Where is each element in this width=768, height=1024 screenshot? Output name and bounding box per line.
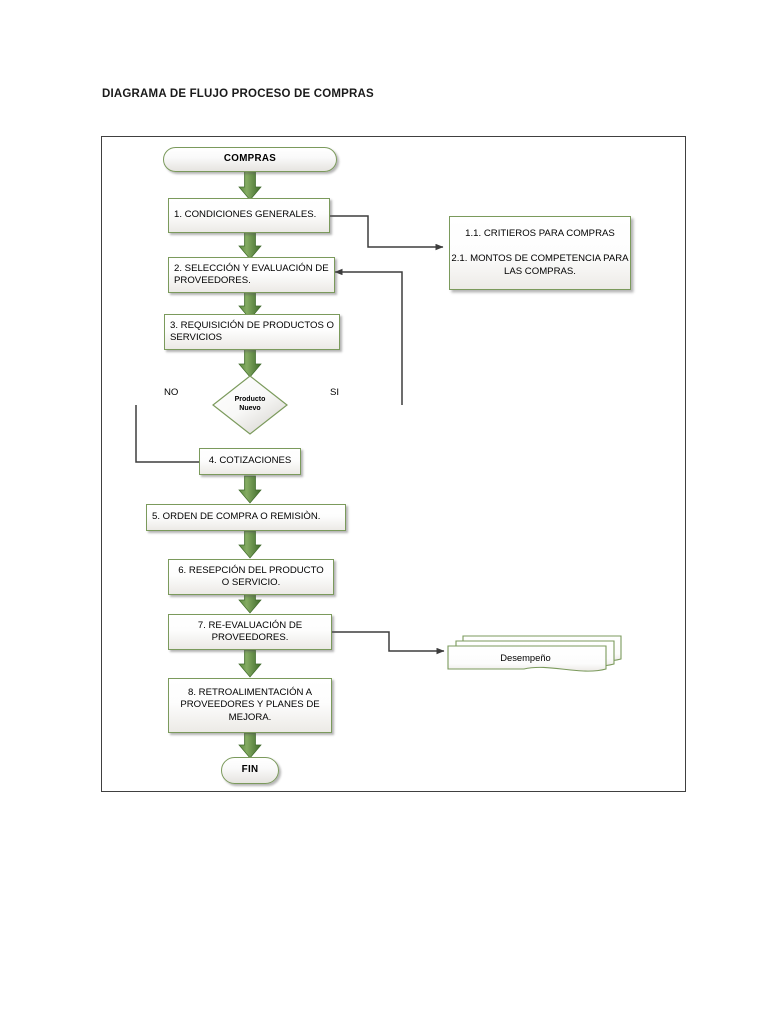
arrow-s5-to-s6 — [238, 530, 262, 559]
process-box-4[interactable]: 4. COTIZACIONES — [199, 448, 301, 475]
decision-producto-nuevo[interactable]: Producto Nuevo — [212, 375, 288, 435]
end-terminator-label: FIN — [241, 764, 259, 776]
reference-box-line1: 1.1. CRITIEROS PARA COMPRAS — [465, 228, 615, 240]
reference-box[interactable]: 1.1. CRITIEROS PARA COMPRAS 2.1. MONTOS … — [449, 216, 631, 290]
page-title: DIAGRAMA DE FLUJO PROCESO DE COMPRAS — [102, 88, 374, 100]
arrow-s4-to-s5 — [238, 475, 262, 504]
arrow-s3-to-decision — [238, 348, 262, 378]
process-box-2[interactable]: 2. SELECCIÓN Y EVALUACIÓN DE PROVEEDORES… — [168, 257, 335, 293]
flowchart-frame: COMPRAS 1. CONDICIONES GENERALES. 2. SEL… — [101, 136, 686, 792]
document-node-desempeno[interactable]: Desempeño — [445, 633, 625, 675]
start-terminator[interactable]: COMPRAS — [163, 147, 337, 172]
connector-s7-to-document — [332, 631, 445, 655]
decision-shape — [212, 375, 288, 435]
document-stack-shape — [447, 635, 622, 672]
process-box-4-label: 4. COTIZACIONES — [208, 455, 292, 467]
process-box-8[interactable]: 8. RETROALIMENTACIÓN A PROVEEDORES Y PLA… — [168, 678, 332, 733]
process-box-3[interactable]: 3. REQUISICIÓN DE PRODUCTOS O SERVICIOS — [164, 314, 340, 350]
process-box-5-label: 5. ORDEN DE COMPRA O REMISIÒN. — [152, 511, 321, 523]
process-box-8-label: 8. RETROALIMENTACIÓN A PROVEEDORES Y PLA… — [180, 687, 320, 723]
process-box-7-label: 7. RE-EVALUACIÓN DE PROVEEDORES. — [197, 619, 303, 643]
arrow-start-to-s1 — [238, 170, 262, 201]
process-box-5[interactable]: 5. ORDEN DE COMPRA O REMISIÒN. — [146, 504, 346, 531]
reference-box-line2: 2.1. MONTOS DE COMPETENCIA PARA LAS COMP… — [451, 253, 629, 277]
branch-no-text: NO — [164, 387, 179, 398]
end-terminator[interactable]: FIN — [221, 757, 279, 784]
arrow-s7-to-s8 — [238, 649, 262, 678]
connector-s1-to-reference — [330, 215, 444, 251]
branch-label-si: SI — [330, 387, 339, 398]
document-node-label: Desempeño — [500, 652, 551, 663]
process-box-2-label: 2. SELECCIÓN Y EVALUACIÓN DE PROVEEDORES… — [174, 262, 329, 286]
branch-si-text: SI — [330, 387, 340, 398]
process-box-6[interactable]: 6. RESEPCIÓN DEL PRODUCTO O SERVICIO. — [168, 559, 334, 595]
process-box-3-label: 3. REQUISICIÓN DE PRODUCTOS O SERVICIOS — [170, 319, 335, 343]
process-box-1[interactable]: 1. CONDICIONES GENERALES. — [168, 198, 330, 233]
process-box-6-label: 6. RESEPCIÓN DEL PRODUCTO O SERVICIO. — [178, 564, 324, 588]
flowchart-canvas: COMPRAS 1. CONDICIONES GENERALES. 2. SEL… — [102, 137, 687, 793]
branch-label-no: NO — [164, 387, 178, 398]
start-terminator-label: COMPRAS — [223, 153, 277, 165]
arrow-s8-to-end — [238, 732, 262, 759]
arrow-s2-to-s3 — [238, 291, 262, 320]
connector-si-to-s2 — [334, 268, 403, 405]
process-box-7[interactable]: 7. RE-EVALUACIÓN DE PROVEEDORES. — [168, 614, 332, 650]
process-box-1-label: 1. CONDICIONES GENERALES. — [174, 209, 317, 221]
arrow-s1-to-s2 — [238, 231, 262, 260]
